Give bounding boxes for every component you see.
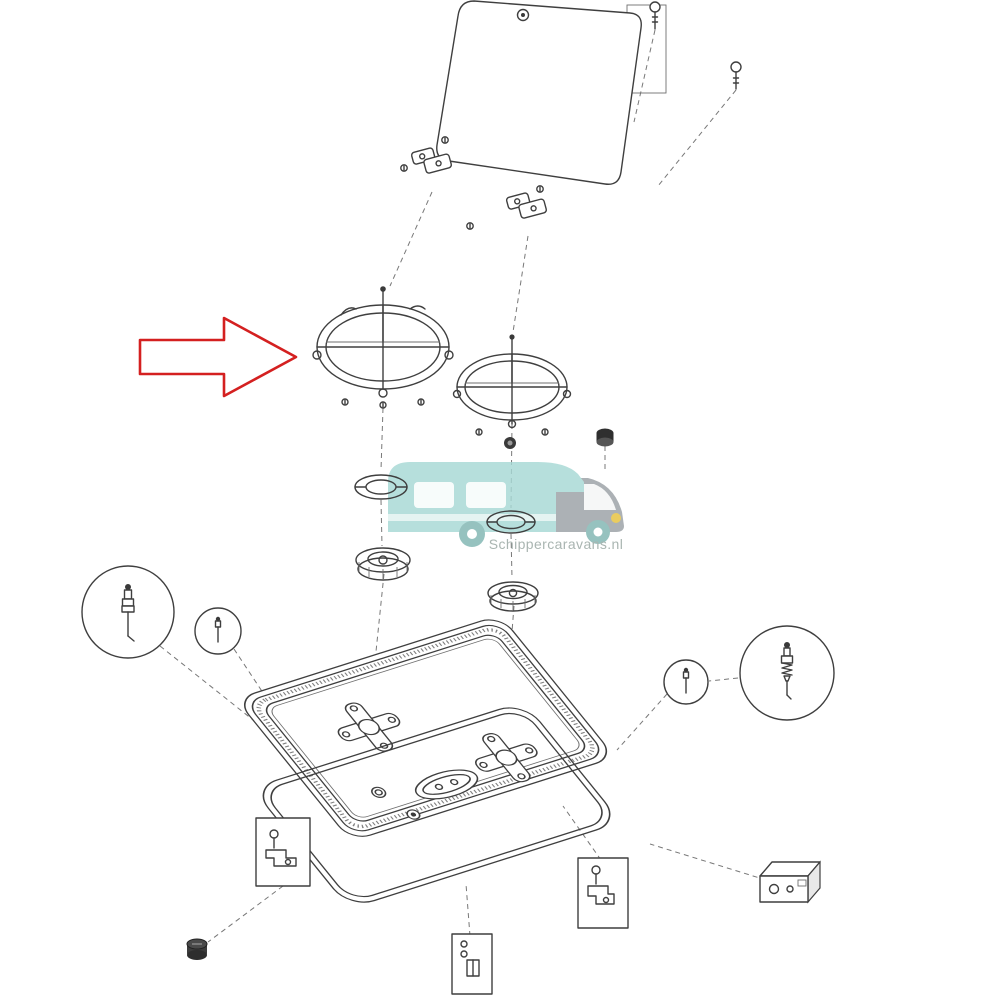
burner-nut [504,437,516,449]
thermocouple-mini-icon [682,667,690,694]
pan-support-small [452,334,572,436]
control-knob [186,938,208,960]
lid-hole [516,8,530,22]
lid-hinge-left [410,147,453,174]
fixing-bracket-plate-right [577,857,629,929]
burner-cap-ring-left [354,474,408,500]
lid-hinge-right [505,192,548,219]
hinge-screw-4 [536,185,544,193]
burner-cap-plug [596,428,614,447]
screw-clip-icon [460,940,480,977]
burner-mount-left [337,702,401,752]
support-screw [475,428,483,436]
fixing-clip-icon [265,829,297,867]
electrode-callout-small-left [194,607,242,655]
electrode-callout-large-left [81,565,175,659]
electrode-callout-large-right [739,625,835,721]
support-screw [541,428,549,436]
watermark-wheel-rear-hub [467,529,477,539]
electrode-callout-small-right [663,659,709,705]
burner-body-right [487,581,539,612]
tray-nut-2 [406,809,421,820]
hinge-screw-2 [441,136,449,144]
red-pointer-arrow [138,316,298,398]
ignition-opening [414,769,479,800]
ignition-switch-box [759,860,821,904]
watermark-window-1 [414,482,454,508]
burner-mount-right [475,733,538,783]
fixing-clip-plate-bottom [451,933,493,995]
tray-nut-1 [371,786,387,798]
support-screw [379,401,387,409]
support-screw [417,398,425,406]
watermark-windshield [584,484,616,510]
hinge-screw-3 [466,222,474,230]
hob-tray [244,619,608,837]
ignition-electrode-icon [121,584,135,642]
tray-rim-hatch [256,628,595,829]
burner-body-left [355,547,411,581]
watermark-stripe [388,514,556,521]
watermark-headlight [611,513,621,523]
glass-lid [436,0,642,185]
lid-hole-center [521,13,525,17]
glass-lid-assembly [400,0,742,230]
ignition-electrode-mini-icon [214,616,222,643]
hinge-screw-1 [400,164,408,172]
fixing-bracket-plate-left [255,817,311,887]
lid-screw-1 [649,1,661,30]
lid-screw-2 [730,61,742,90]
watermark-text: Schippercaravans.nl [489,536,623,552]
watermark-window-2 [466,482,506,508]
support-screw [341,398,349,406]
watermark: Schippercaravans.nl [388,462,624,552]
burner-cap-ring-right [486,510,536,534]
pan-support-large [312,286,454,409]
watermark-wheel-front-hub [593,527,603,537]
thermocouple-icon [780,642,794,700]
fixing-clip-icon [587,865,615,905]
